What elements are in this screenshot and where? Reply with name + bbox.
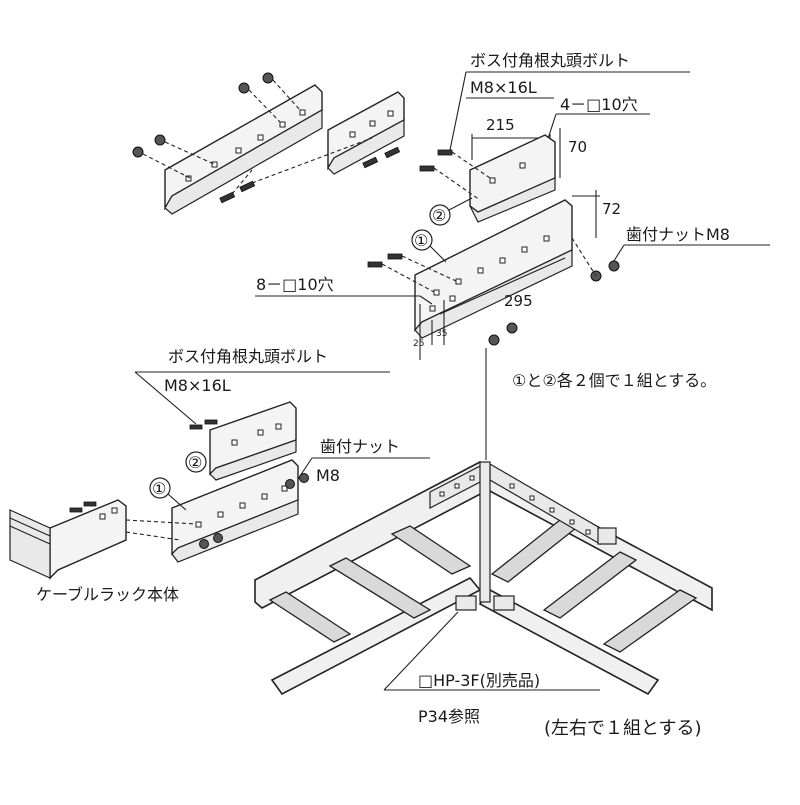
joint-plate-part-2-flange [469,177,556,223]
top-bolt-label: ボス付角根丸頭ボルト [470,51,630,70]
nut-r2 [608,260,620,272]
mid-bolt-size-label: M8×16L [164,376,231,395]
upper-long-plate-holes [185,109,306,182]
upper-bolts [219,146,401,204]
dim-25: 25 [413,339,424,349]
mid-nut-b [213,533,223,543]
bolt-2a [437,149,453,156]
corner-plate-holes [439,475,591,535]
nut-b1 [488,334,500,346]
mid-nut-a [199,539,209,549]
part-1-holes [429,235,550,312]
part-1-marker [411,229,433,251]
mid-left-assembly-group: ボス付角根丸頭ボルト M8×16L ② 歯付ナット M8 ① [9,347,430,604]
long-joint-plate-flange [164,108,323,215]
right-rung-3 [602,589,698,653]
mid-part-1-number: ① [152,479,166,498]
dim-72: 72 [602,200,621,218]
mid-part-2-number: ② [188,453,202,472]
top-bolt-size-label: M8×16L [470,78,537,97]
bolt-1a [367,261,383,268]
right-rung-1 [490,519,578,583]
bolt-1b [387,253,403,260]
dim-215: 215 [486,116,515,134]
part-2-marker [429,204,451,226]
mid-nut-d [299,473,309,483]
left-rung-2 [268,591,352,643]
serrated-nut-m8-label: 歯付ナットM8 [626,225,730,244]
dim-295: 295 [504,292,533,310]
right-rung-2 [542,551,638,619]
corner-post [479,461,491,603]
rack-bolt-a [69,507,83,513]
left-rung-1 [328,557,432,619]
mid-bolt-b [204,419,218,425]
right-end-plate [597,527,617,545]
mid-nut-c [285,479,295,489]
mid-part-2-marker [185,451,207,473]
mid-bolt-a [189,424,203,430]
mid-part-1-holes [195,485,288,528]
upper-nuts [132,72,274,158]
dim-35: 35 [436,329,447,339]
mid-serrated-nut-size: M8 [316,466,340,485]
part-2-number: ② [432,206,446,225]
p34-ref-label: P34参照 [418,707,480,726]
cable-rack-body-side [9,509,51,579]
four-holes-label: 4－□10穴 [560,95,638,114]
hp3f-left [455,595,477,611]
left-rung-3 [390,525,472,575]
assembled-corner-group: □HP-3F(別売品) P34参照 (左右で１組とする) [254,461,713,739]
dim-70: 70 [568,138,587,156]
cable-rack-body-label: ケーブルラック本体 [36,585,179,604]
mid-bolt-label: ボス付角根丸頭ボルト [168,347,328,366]
hp3f-right [493,595,515,611]
pair-note: (左右で１組とする) [544,718,702,739]
top-right-detail-group: ボス付角根丸頭ボルト M8×16L 4－□10穴 215 70 ② 72 [255,51,770,460]
mid-joint-plate-part-2-flange [209,439,297,481]
eight-holes-label: 8－□10穴 [256,275,334,294]
bolt-2b [419,165,435,172]
nut-b2 [506,322,518,334]
set-note: ①と②各２個で１組とする。 [512,371,716,390]
mid-serrated-nut-label: 歯付ナット [320,437,400,456]
rack-bolt-b [83,501,97,507]
short-joint-plate-flange [327,118,405,175]
mid-part-1-marker [149,477,171,499]
top-left-exploded-group [132,72,405,215]
part-1-number: ① [414,231,428,250]
hp3f-label: □HP-3F(別売品) [418,671,540,690]
